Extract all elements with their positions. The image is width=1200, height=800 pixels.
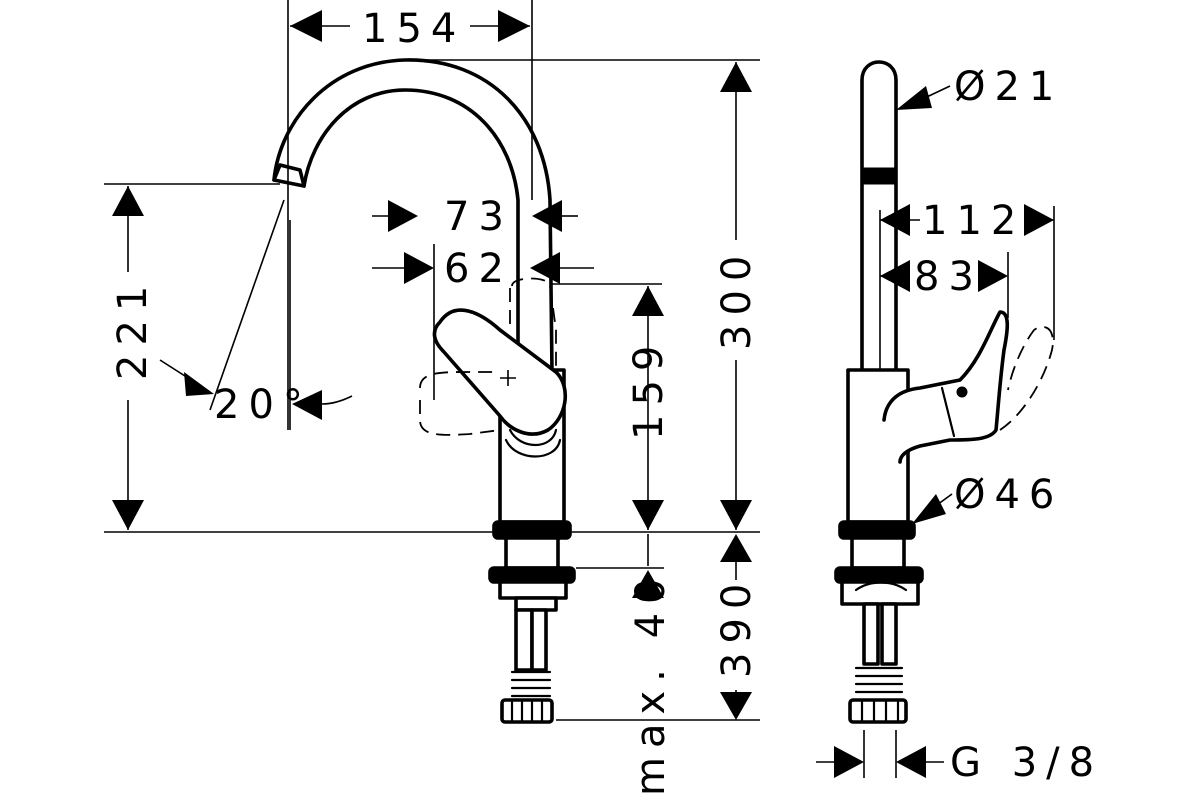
- dim-handle-projection: 83: [914, 254, 983, 300]
- front-dimensions: [104, 0, 760, 721]
- spout-outer-curve: [272, 58, 554, 374]
- spout-inner-curve: [302, 88, 520, 374]
- front-view-faucet: [272, 58, 576, 724]
- side-view-faucet: [834, 60, 1054, 724]
- hose-ribs: [510, 670, 552, 698]
- dim-spout-height: 221: [110, 277, 156, 380]
- spout-tip: [272, 163, 306, 188]
- dim-handle-projection-max: 112: [922, 198, 1025, 244]
- dim-swivel-angle: 20°: [214, 382, 312, 428]
- dim-hose-length: 390: [714, 575, 760, 678]
- dim-base-diameter: Ø46: [954, 472, 1063, 518]
- dim-spout-reach: 154: [362, 6, 465, 52]
- dim-handle-height: 159: [626, 337, 672, 440]
- dim-thread-length: max. 40: [628, 570, 674, 796]
- dim-total-height: 300: [714, 247, 760, 350]
- handle-rotated-outline: [419, 371, 501, 436]
- dim-connection-thread: G 3/8: [950, 740, 1103, 786]
- side-handle: [882, 310, 1010, 464]
- side-dimensions: [816, 85, 1055, 778]
- dim-handle-width: 73: [444, 194, 513, 240]
- handle-lever: [432, 308, 567, 436]
- dim-handle-depth: 62: [444, 246, 513, 292]
- side-spout: [860, 60, 898, 374]
- dim-spout-diameter: Ø21: [954, 64, 1063, 110]
